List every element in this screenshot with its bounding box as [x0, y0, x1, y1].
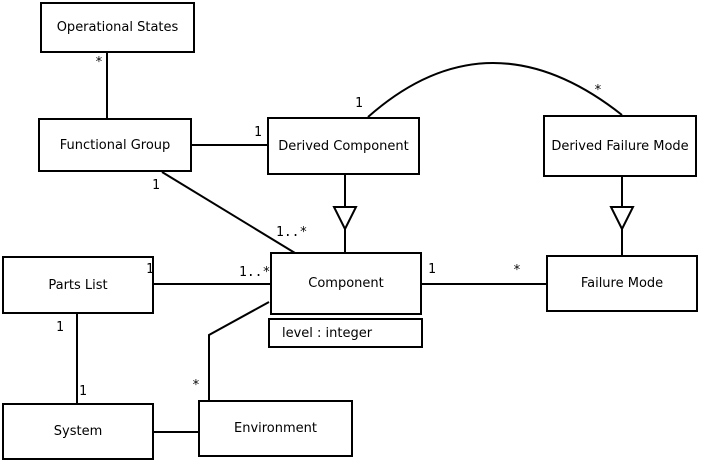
class-derived-component: Derived Component — [267, 117, 420, 175]
generalization-triangle-icon — [332, 206, 358, 232]
class-failure-mode: Failure Mode — [546, 255, 698, 312]
multiplicity-label: 1 — [355, 96, 363, 111]
class-derived-failure-mode: Derived Failure Mode — [543, 115, 697, 177]
class-environment: Environment — [198, 400, 353, 457]
multiplicity-label: * — [594, 83, 602, 98]
multiplicity-label: 1 — [56, 320, 64, 335]
multiplicity-label: * — [192, 378, 200, 393]
class-name-label: Failure Mode — [580, 276, 664, 291]
class-name-label: Derived Failure Mode — [551, 138, 689, 154]
class-name-label: Functional Group — [59, 137, 171, 153]
class-name-label: System — [53, 424, 103, 439]
class-name-label: Component — [308, 276, 384, 291]
class-name-label: Environment — [233, 421, 317, 436]
class-component-attributes: level : integer — [268, 318, 423, 348]
multiplicity-label: 1..* — [276, 225, 308, 240]
multiplicity-label: 1 — [146, 262, 154, 277]
class-parts-list: Parts List — [2, 256, 154, 314]
multiplicity-label: 1 — [254, 125, 262, 140]
class-functional-group: Functional Group — [38, 118, 192, 172]
class-name-label: Parts List — [48, 277, 108, 293]
multiplicity-label: 1..* — [239, 265, 271, 280]
multiplicity-label: * — [95, 55, 103, 70]
multiplicity-label: * — [513, 263, 521, 278]
class-operational-states: Operational States — [40, 2, 195, 53]
multiplicity-label: 1 — [79, 384, 87, 399]
edge-functional-group-component — [161, 171, 296, 254]
edge-derived-component-derived-failure-mode-arc — [367, 62, 623, 118]
generalization-triangle-icon — [609, 206, 635, 232]
multiplicity-label: 1 — [152, 178, 160, 193]
attribute-label: level : integer — [282, 325, 373, 341]
class-component: Component — [270, 252, 422, 315]
class-name-label: Operational States — [56, 20, 179, 35]
class-system: System — [2, 403, 154, 460]
multiplicity-label: 1 — [428, 262, 436, 277]
class-name-label: Derived Component — [278, 138, 409, 154]
edge-environment-component — [208, 301, 270, 400]
